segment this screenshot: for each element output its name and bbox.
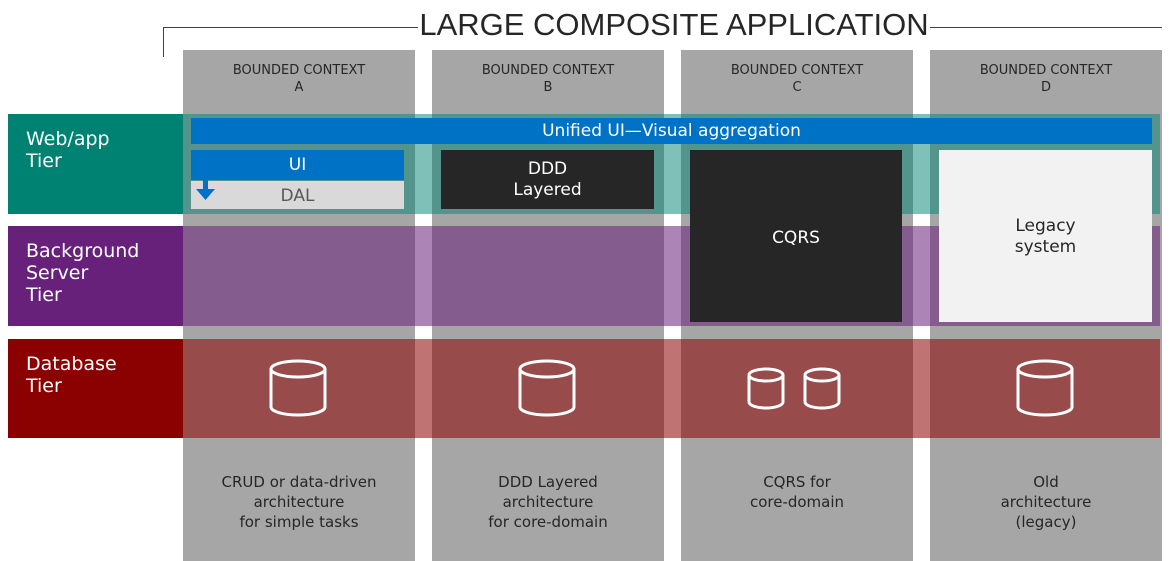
database-icon-a — [269, 359, 327, 417]
architecture-description-d: Old architecture (legacy) — [1000, 473, 1092, 531]
down-arrow-icon — [196, 180, 215, 200]
architecture-description-c: CQRS for core-domain — [749, 473, 845, 511]
bounded-context-header-d: BOUNDED CONTEXT D — [979, 63, 1113, 95]
cqrs-label: CQRS — [772, 228, 820, 248]
unified-ui-label: Unified UI—Visual aggregation — [542, 121, 801, 141]
background-server-tier-label: Background Server Tier — [8, 226, 183, 326]
title-bracket-right-line — [930, 27, 1162, 28]
bounded-context-header-b: BOUNDED CONTEXT B — [481, 63, 615, 95]
legacy-system-box: Legacy system — [939, 150, 1152, 322]
database-tier-label: Database Tier — [8, 339, 183, 438]
diagram-title: LARGE COMPOSITE APPLICATION — [419, 7, 929, 42]
unified-ui-bar: Unified UI—Visual aggregation — [191, 118, 1152, 144]
web-app-tier-label: Web/app Tier — [8, 114, 183, 214]
database-tier-band — [8, 339, 1160, 438]
database-icon-c1 — [747, 367, 785, 410]
database-icon-d — [1016, 359, 1074, 417]
architecture-description-a: CRUD or data-driven architecture for sim… — [221, 473, 377, 531]
database-icon-b — [518, 359, 576, 417]
dal-box: DAL — [191, 181, 404, 209]
ddd-layered-box: DDD Layered — [441, 150, 654, 209]
ui-box: UI — [191, 150, 404, 180]
architecture-description-b: DDD Layered architecture for core-domain — [488, 473, 608, 531]
title-bracket-vertical — [163, 27, 164, 57]
ui-label: UI — [288, 155, 307, 175]
bounded-context-header-c: BOUNDED CONTEXT C — [730, 63, 864, 95]
database-icon-c2 — [803, 367, 841, 410]
cqrs-box: CQRS — [690, 150, 902, 322]
title-bracket-left-line — [163, 27, 418, 28]
dal-label: DAL — [280, 186, 315, 206]
bounded-context-header-a: BOUNDED CONTEXT A — [232, 63, 366, 95]
